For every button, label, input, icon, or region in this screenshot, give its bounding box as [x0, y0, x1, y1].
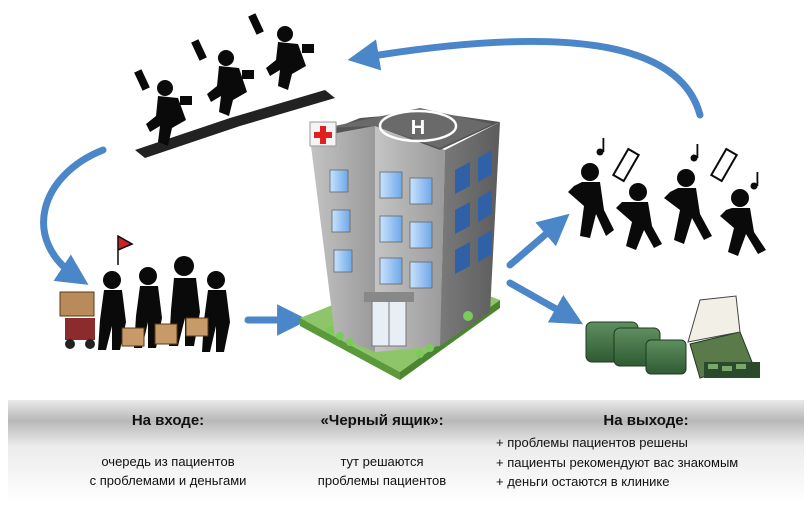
happy-patients-group [568, 138, 766, 256]
businessman-figure [134, 69, 192, 146]
input-title: На входе: [131, 412, 205, 429]
patients-queue [59, 234, 230, 352]
arrow-to-happy-patients [506, 213, 570, 269]
blackbox-line: тут решаются [340, 454, 424, 469]
diagram-scene: H [40, 13, 766, 380]
music-note-icon [596, 138, 759, 190]
mobile-phone-icon [709, 147, 739, 183]
input-line: с проблемами и деньгами [89, 473, 247, 488]
dancing-figure [616, 183, 662, 250]
blackbox-description: тут решаются проблемы пациентов [292, 452, 472, 490]
caption-band: На входе: очередь из пациентов с проблем… [8, 400, 804, 504]
input-description: очередь из пациентов с проблемами и день… [18, 452, 318, 490]
flow-arrows [40, 37, 704, 336]
heliport-letter: H [411, 117, 425, 139]
input-line: очередь из пациентов [101, 454, 235, 469]
businessman-figure [191, 39, 254, 116]
arrow-to-money [506, 279, 583, 325]
output-item: + деньги остаются в клинике [496, 474, 670, 489]
blackbox-line: проблемы пациентов [317, 473, 447, 488]
blackbox-title: «Черный ящик»: [320, 412, 444, 429]
dancing-figure [568, 163, 614, 238]
output-title: На выходе: [603, 412, 689, 429]
money-suitcases [585, 295, 760, 379]
hospital-building: H [300, 108, 500, 380]
mobile-phone-icon [611, 147, 641, 183]
dancing-figure [664, 169, 712, 244]
arrow-to-queue [40, 146, 107, 285]
businessmen-group [134, 13, 335, 158]
businessman-figure [248, 13, 314, 90]
dancing-figure [720, 189, 766, 256]
arrow-return-to-top [347, 37, 704, 119]
output-list: + проблемы пациентов решены + пациенты р… [496, 433, 738, 492]
output-item: + пациенты рекомендуют вас знакомым [496, 454, 739, 470]
output-item: + проблемы пациентов решены [496, 435, 688, 450]
